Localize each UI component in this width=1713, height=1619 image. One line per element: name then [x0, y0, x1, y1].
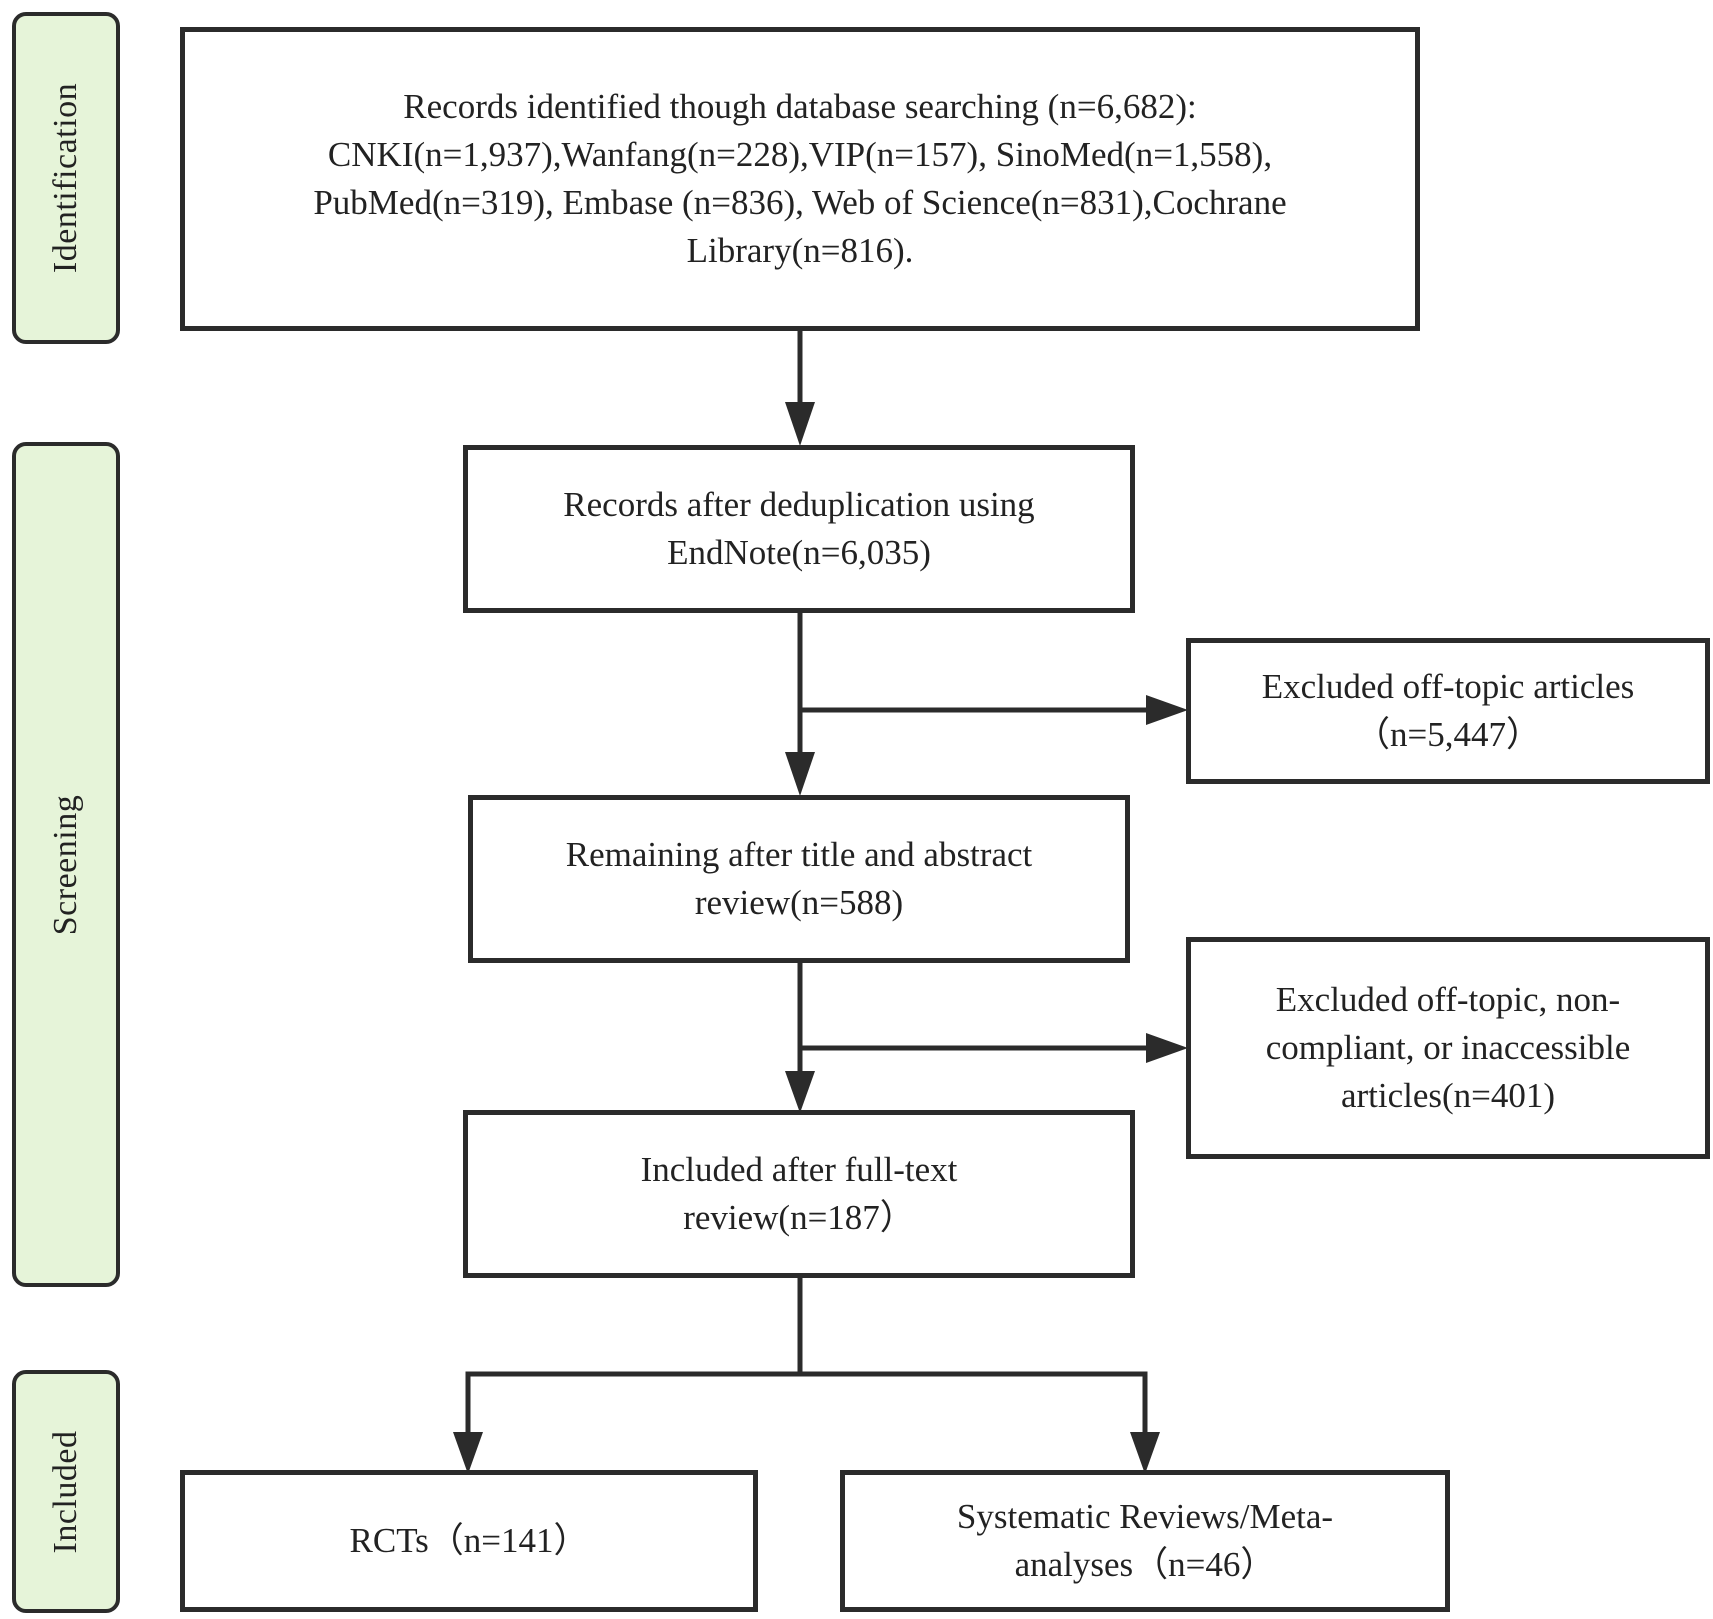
box-after-deduplication: Records after deduplication using EndNot… [463, 445, 1135, 613]
arrowhead-right-2 [1146, 1033, 1188, 1063]
records-identified-text: Records identified though database searc… [313, 87, 1287, 270]
box-after-title-abstract: Remaining after title and abstract revie… [468, 795, 1130, 963]
box-rcts: RCTs（n=141） [180, 1470, 758, 1612]
box-after-fulltext: Included after full-text review(n=187） [463, 1110, 1135, 1278]
excluded-offtopic-text: Excluded off-topic articles（n=5,447） [1261, 667, 1635, 754]
phase-identification: Identification [12, 12, 120, 344]
arrow-fulltext-to-reviews [800, 1371, 1148, 1440]
arrowhead-down-3 [785, 1071, 815, 1113]
after-dedup-text: Records after deduplication using EndNot… [563, 485, 1035, 572]
excluded-noncompliant-text: Excluded off-topic, non-compliant, or in… [1265, 980, 1631, 1115]
box-excluded-noncompliant: Excluded off-topic, non-compliant, or in… [1186, 937, 1710, 1159]
arrowhead-right-1 [1146, 695, 1188, 725]
after-fulltext-text: Included after full-text review(n=187） [640, 1150, 958, 1237]
arrowhead-down-2 [785, 752, 815, 796]
box-systematic-reviews: Systematic Reviews/Meta-analyses（n=46） [840, 1470, 1450, 1612]
arrowhead-down-1 [785, 402, 815, 446]
box-records-identified: Records identified though database searc… [180, 27, 1420, 331]
box-excluded-offtopic: Excluded off-topic articles（n=5,447） [1186, 638, 1710, 784]
phase-screening: Screening [12, 442, 120, 1287]
arrow-fulltext-to-rcts [465, 1277, 803, 1440]
rcts-text: RCTs（n=141） [349, 1521, 589, 1560]
after-title-abstract-text: Remaining after title and abstract revie… [565, 835, 1033, 922]
systematic-reviews-text: Systematic Reviews/Meta-analyses（n=46） [956, 1497, 1334, 1584]
phase-included: Included [12, 1370, 120, 1613]
arrowhead-down-5 [1130, 1432, 1160, 1474]
arrowhead-down-4 [453, 1432, 483, 1474]
